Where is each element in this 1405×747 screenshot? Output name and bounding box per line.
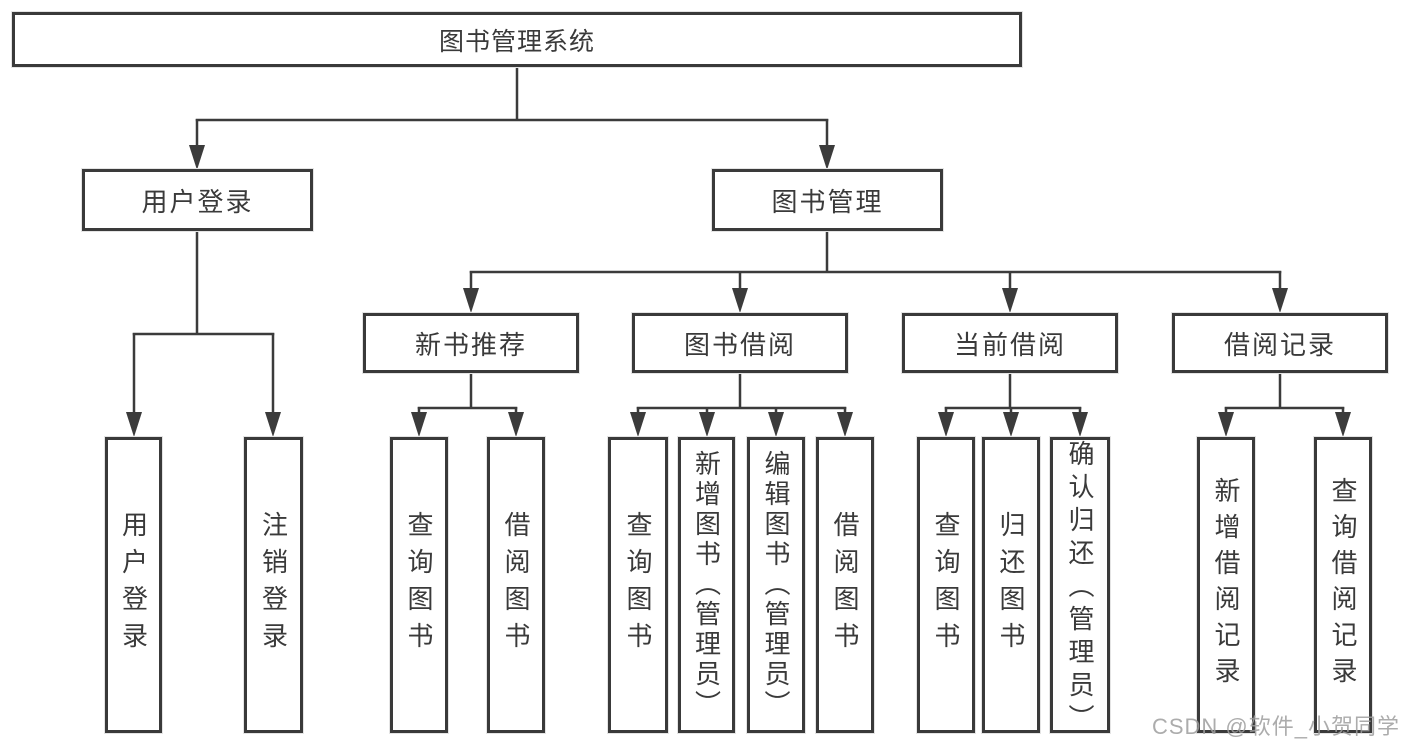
leaf-edit-book-admin: 编辑图书（管理员） xyxy=(746,436,806,734)
leaf-query-books-recommend: 查询图书 xyxy=(389,436,449,734)
node-current-borrowing: 当前借阅 xyxy=(901,312,1119,374)
leaf-return-book-label: 归还图书 xyxy=(996,511,1026,659)
node-book-management-label: 图书管理 xyxy=(771,186,884,217)
leaf-query-books-current-label: 查询图书 xyxy=(931,511,961,659)
node-new-book-recommend-label: 新书推荐 xyxy=(414,329,527,360)
leaf-user-login-label: 用户登录 xyxy=(118,511,149,659)
leaf-query-books-borrowing: 查询图书 xyxy=(607,436,669,734)
node-borrow-records-label: 借阅记录 xyxy=(1223,329,1336,360)
node-new-book-recommend: 新书推荐 xyxy=(362,312,580,374)
node-user-login: 用户登录 xyxy=(81,168,314,232)
leaf-edit-book-admin-label: 编辑图书（管理员） xyxy=(761,450,791,720)
node-borrow-records: 借阅记录 xyxy=(1171,312,1389,374)
leaf-query-borrow-record-label: 查询借阅记录 xyxy=(1328,477,1358,693)
leaf-query-books-borrowing-label: 查询图书 xyxy=(623,511,653,659)
node-current-borrowing-label: 当前借阅 xyxy=(953,329,1066,360)
leaf-add-borrow-record-label: 新增借阅记录 xyxy=(1211,477,1241,693)
leaf-confirm-return-admin-label: 确认归还（管理员） xyxy=(1065,440,1095,737)
leaf-query-books-current: 查询图书 xyxy=(916,436,976,734)
leaf-user-login: 用户登录 xyxy=(104,436,163,734)
leaf-logout-label: 注销登录 xyxy=(258,511,289,659)
leaf-query-books-recommend-label: 查询图书 xyxy=(404,511,434,659)
node-book-management: 图书管理 xyxy=(711,168,944,232)
csdn-watermark: CSDN @软件_小贺同学 xyxy=(1151,714,1400,739)
node-user-login-label: 用户登录 xyxy=(141,186,254,217)
leaf-query-borrow-record: 查询借阅记录 xyxy=(1313,436,1373,734)
leaf-add-borrow-record: 新增借阅记录 xyxy=(1196,436,1256,734)
leaf-borrow-books-borrowing-label: 借阅图书 xyxy=(830,511,860,659)
leaf-borrow-books-recommend-label: 借阅图书 xyxy=(501,511,531,659)
node-root-label: 图书管理系统 xyxy=(438,27,595,56)
leaf-add-book-admin: 新增图书（管理员） xyxy=(677,436,736,734)
node-book-borrowing-label: 图书借阅 xyxy=(683,329,796,360)
leaf-borrow-books-recommend: 借阅图书 xyxy=(486,436,546,734)
leaf-logout: 注销登录 xyxy=(243,436,304,734)
leaf-confirm-return-admin: 确认归还（管理员） xyxy=(1049,436,1111,737)
leaf-borrow-books-borrowing: 借阅图书 xyxy=(815,436,875,734)
node-root-system: 图书管理系统 xyxy=(11,11,1023,68)
node-book-borrowing: 图书借阅 xyxy=(631,312,849,374)
leaf-return-book: 归还图书 xyxy=(981,436,1041,734)
leaf-add-book-admin-label: 新增图书（管理员） xyxy=(691,450,722,720)
